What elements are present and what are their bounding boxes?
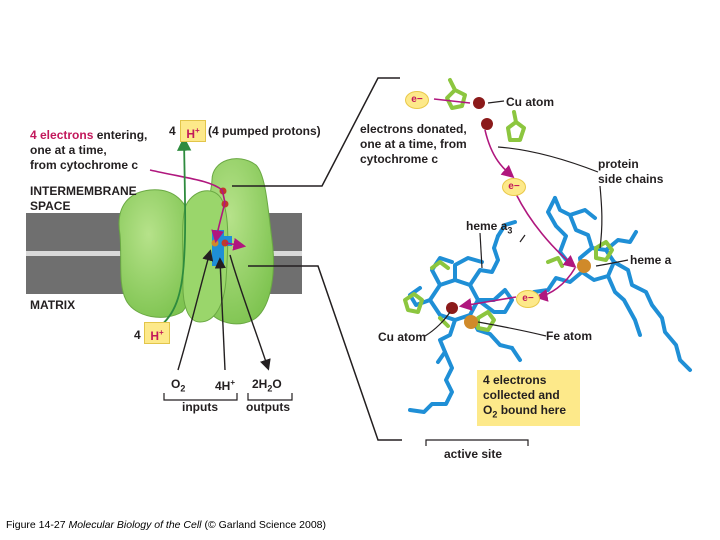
bottom-proton-count: 4: [134, 328, 141, 342]
electrons-donated-label: electrons donated, one at a time, from c…: [360, 122, 467, 166]
top-proton-charge: +: [195, 126, 200, 135]
protein-side-chains: [403, 78, 614, 332]
cu-atom-top-label: Cu atom: [506, 95, 554, 109]
matrix-label: MATRIX: [30, 298, 76, 312]
caption-prefix: Figure 14-27: [6, 519, 69, 531]
fe-atom-label: Fe atom: [546, 329, 593, 343]
fe-atom-heme-a: [577, 259, 591, 273]
active-site-bracket: [425, 439, 529, 446]
pumped-protons-label: (4 pumped protons): [208, 124, 321, 138]
outputs-label: outputs: [246, 400, 290, 414]
protein-side-chains-label: protein side chains: [598, 157, 664, 186]
intermembrane-line1: INTERMEMBRANE: [30, 184, 137, 198]
electrons-entering-line3: from cytochrome c: [30, 158, 139, 172]
top-proton-box: H+: [180, 120, 206, 142]
electrons-entering-highlight: 4 electrons: [30, 128, 94, 142]
electron-path-left: [149, 169, 226, 244]
outputs-bracket: [247, 393, 293, 401]
inputs-label: inputs: [182, 400, 218, 414]
zoom-callout: [232, 77, 402, 441]
inputs-bracket: [163, 393, 238, 401]
input-output-arrows: [163, 249, 293, 401]
active-site-label: active site: [444, 447, 503, 461]
bottom-proton-charge: +: [159, 328, 164, 337]
caption-book-title: Molecular Biology of the Cell: [68, 519, 202, 531]
electrons-entering-label: 4 electrons entering, one at a time, fro…: [30, 128, 147, 173]
top-proton-count: 4: [169, 124, 176, 138]
label-pointer-lines: [424, 100, 629, 337]
intermembrane-line2: SPACE: [30, 199, 71, 213]
heme-a3-label: heme a3: [466, 219, 513, 236]
heme-site-marker: [212, 230, 224, 266]
cu-atom-second-sphere: [481, 118, 493, 130]
cu-atom-bottom-sphere: [446, 302, 458, 314]
electron-badge-middle: e−: [502, 178, 526, 196]
active-site-note: 4 electrons collected and O2 bound here: [477, 370, 580, 426]
intermembrane-space-label: INTERMEMBRANE SPACE: [30, 184, 137, 214]
top-proton-symbol: H: [186, 127, 195, 141]
fe-center-small: [211, 239, 219, 247]
electrons-entering-rest: entering,: [93, 128, 148, 142]
figure-caption: Figure 14-27 Molecular Biology of the Ce…: [6, 519, 326, 531]
heme-a-label: heme a: [630, 253, 672, 267]
cytochrome-oxidase-complex: [118, 158, 274, 325]
electron-badge-active-site: e−: [516, 290, 540, 308]
electron-path-right: [433, 98, 577, 311]
bottom-proton-box: H+: [144, 322, 170, 344]
fe-atom-heme-a3: [464, 315, 478, 329]
proton-input-label: 4H+: [215, 378, 236, 393]
cu-atom-bottom-label: Cu atom: [378, 330, 426, 344]
water-output-label: 2H2O: [252, 377, 282, 394]
heme-a-structure: [532, 196, 692, 372]
electron-badge-donor: e−: [405, 91, 429, 109]
bottom-proton-symbol: H: [150, 329, 159, 343]
proton-pump-path: [157, 136, 192, 329]
oxygen-input-label: O2: [171, 377, 186, 394]
cu-atom-top-sphere: [473, 97, 485, 109]
electrons-entering-line2: one at a time,: [30, 143, 107, 157]
caption-suffix: (© Garland Science 2008): [201, 519, 326, 531]
